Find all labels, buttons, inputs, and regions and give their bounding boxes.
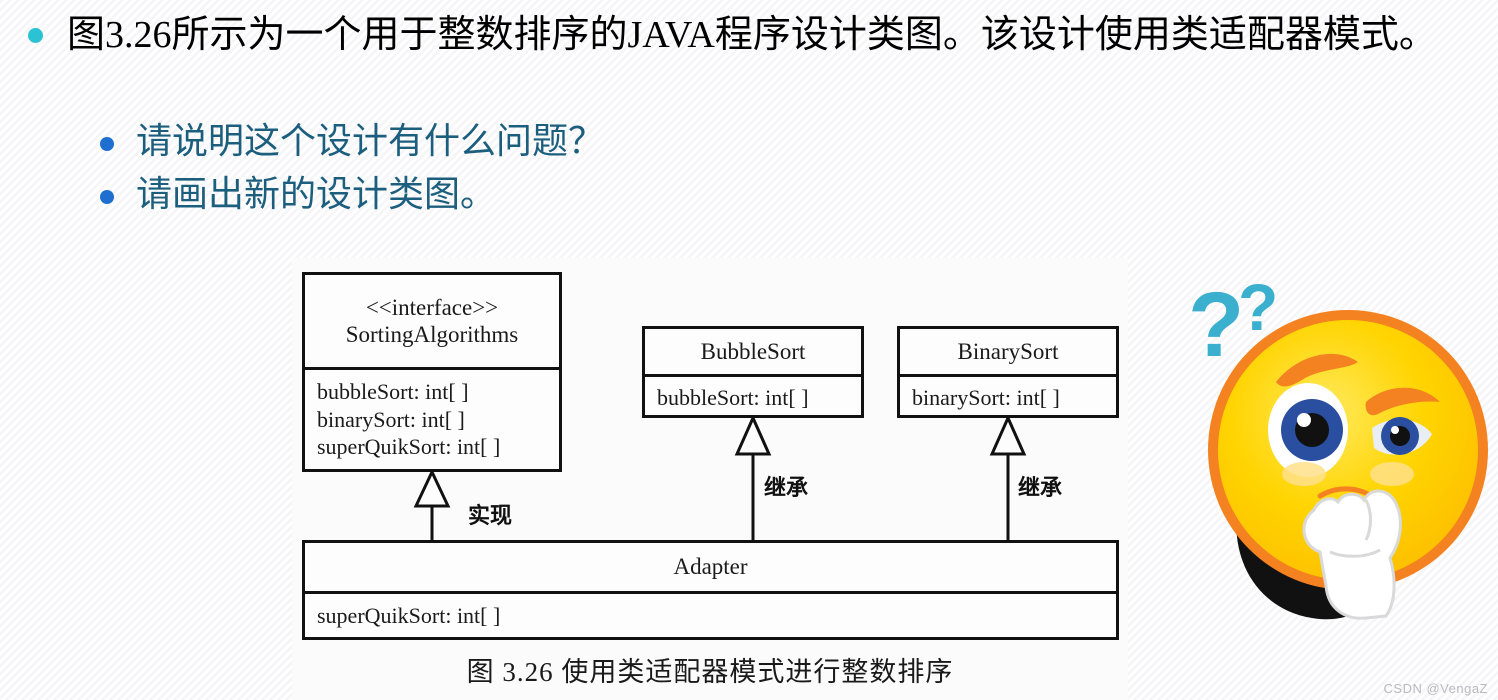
bullet-text-question-1: 请说明这个设计有什么问题？ [136,121,605,161]
bullet-marker-level2 [100,137,114,151]
uml-class-name: SortingAlgorithms [345,322,519,347]
uml-attribute: bubbleSort: int[ ] [657,384,809,410]
uml-class-attributes: bubbleSort: int[ ] [645,374,861,418]
uml-class-adapter: Adapter superQuikSort: int[ ] [302,540,1119,640]
bullet-item-main: 图3.26所示为一个用于整数排序的JAVA程序设计类图。该设计使用类适配器模式。 [28,10,1490,61]
uml-class-sorting-algorithms: <<interface>> SortingAlgorithms bubbleSo… [302,272,562,472]
emoji-cheek-left [1282,462,1326,486]
uml-class-binary-sort: BinarySort binarySort: int[ ] [897,326,1119,418]
emoji-cheek-right [1370,462,1414,486]
thinking-face-emoji: ? ? [1188,278,1488,620]
figure-caption: 图 3.26 使用类适配器模式进行整数排序 [466,657,954,687]
uml-class-attributes: superQuikSort: int[ ] [305,591,1116,637]
bullet-item-question-1: 请说明这个设计有什么问题？ [100,120,604,163]
uml-attribute: bubbleSort: int[ ] [317,379,469,405]
uml-class-header: BubbleSort [645,329,861,374]
bullet-marker-level2 [100,190,114,204]
uml-relation-label-inherit-1: 继承 [764,475,809,500]
uml-class-name: BubbleSort [700,338,806,364]
bullet-text-question-2: 请画出新的设计类图。 [136,174,497,214]
uml-attribute: binarySort: int[ ] [912,384,1060,410]
bullet-marker-level1 [28,28,43,43]
uml-class-attributes: bubbleSort: int[ ] binarySort: int[ ] su… [305,367,559,469]
emoji-eyebrow-right [1365,387,1440,416]
uml-class-header: BinarySort [900,329,1116,374]
uml-connectors [413,414,1027,540]
emoji-eyebrow-left [1276,353,1358,387]
uml-attribute: superQuikSort: int[ ] [317,434,501,460]
uml-class-header: <<interface>> SortingAlgorithms [305,275,559,367]
bullet-text-main: 图3.26所示为一个用于整数排序的JAVA程序设计类图。该设计使用类适配器模式。 [67,14,1437,56]
svg-text:?: ? [1188,278,1244,376]
uml-attribute: binarySort: int[ ] [317,406,465,432]
uml-class-name: Adapter [673,554,748,580]
bullet-item-question-2: 请画出新的设计类图。 [100,173,496,216]
emoji-hand [1302,489,1402,620]
uml-relation-label-realize: 实现 [468,503,513,528]
uml-class-name: BinarySort [957,338,1059,364]
uml-class-diagram-figure: <<interface>> SortingAlgorithms bubbleSo… [292,258,1128,700]
csdn-watermark: CSDN @VengaZ [1383,681,1488,696]
uml-stereotype: <<interface>> [365,294,499,320]
uml-relation-label-inherit-2: 继承 [1018,475,1063,500]
uml-class-bubble-sort: BubbleSort bubbleSort: int[ ] [642,326,864,418]
uml-class-attributes: binarySort: int[ ] [900,374,1116,418]
question-mark-icon: ? ? [1188,278,1278,376]
uml-attribute: superQuikSort: int[ ] [317,602,501,628]
uml-class-header: Adapter [305,543,1116,591]
